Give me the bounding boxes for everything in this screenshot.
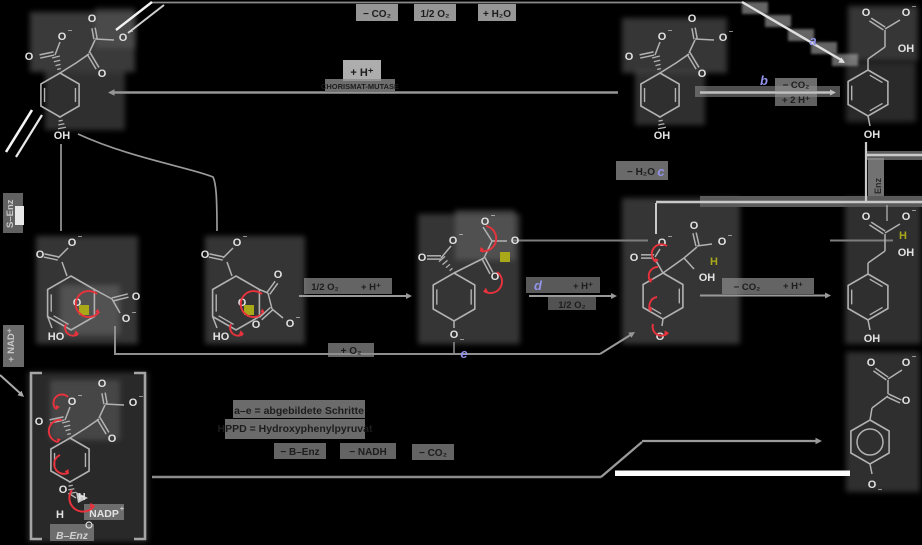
svg-text:−: − [728,231,733,240]
svg-text:−: − [912,2,917,11]
svg-text:+ H⁺: + H⁺ [573,281,593,292]
svg-text:−: − [460,335,465,344]
svg-text:OH: OH [54,130,71,142]
svg-text:−: − [491,211,496,220]
svg-text:c: c [657,164,665,179]
svg-text:O: O [902,211,911,223]
svg-text:O: O [252,319,261,331]
svg-text:− CO₂: − CO₂ [734,282,761,293]
svg-text:+ 2 H⁺: + 2 H⁺ [782,95,810,106]
svg-text:H: H [710,256,718,268]
svg-text:−: − [878,485,883,494]
svg-text:O: O [511,235,520,247]
svg-text:+: + [120,504,125,513]
svg-text:−: − [296,313,301,322]
svg-text:O: O [630,252,639,264]
svg-text:−: − [668,232,673,241]
svg-text:b: b [760,73,768,88]
svg-text:−: − [129,27,134,36]
svg-text:− H₂O: − H₂O [627,167,655,178]
svg-text:O: O [25,51,34,63]
svg-text:−: − [912,206,917,215]
svg-text:Enz: Enz [873,177,883,194]
svg-text:− CO₂: − CO₂ [783,80,810,91]
svg-text:a–e = abgebildete Schritte: a–e = abgebildete Schritte [234,405,364,417]
svg-text:H: H [899,230,907,242]
svg-text:O: O [418,252,427,264]
svg-text:d: d [534,278,543,293]
svg-text:1/2 O₂: 1/2 O₂ [558,300,585,311]
svg-text:− NADH: − NADH [349,447,387,458]
svg-text:O: O [862,211,871,223]
svg-text:O: O [658,237,667,249]
svg-text:O: O [58,31,67,43]
svg-text:O: O [491,271,500,283]
svg-text:O: O [88,13,97,25]
svg-text:O: O [98,68,107,80]
svg-text:O: O [59,484,68,496]
svg-text:OH: OH [898,247,915,259]
svg-text:H: H [56,509,64,521]
svg-text:H: H [78,492,85,503]
svg-text:+ H₂O: + H₂O [483,9,511,20]
svg-text:OH: OH [898,43,915,55]
svg-text:B–Enz: B–Enz [56,530,89,542]
svg-text:OH: OH [864,129,881,141]
svg-text:−: − [132,308,137,317]
svg-text:+ O₂: + O₂ [341,346,362,357]
svg-text:O: O [36,249,45,261]
svg-text:O: O [902,357,911,369]
svg-text:−: − [912,352,917,361]
svg-text:CHORISMAT-MUTASE: CHORISMAT-MUTASE [321,82,399,91]
svg-text:O: O [902,395,911,407]
svg-text:O: O [122,313,131,325]
svg-text:+ H⁺: + H⁺ [361,282,381,293]
svg-text:O: O [449,235,458,247]
svg-text:e: e [460,346,467,361]
svg-text:O: O [902,7,911,19]
svg-text:O: O [867,357,876,369]
svg-text:O: O [119,32,128,44]
svg-text:S–Enz: S–Enz [5,199,16,228]
svg-text:1/2 O₂: 1/2 O₂ [311,282,338,293]
svg-text:HPPD = Hydroxyphenylpyruvat: HPPD = Hydroxyphenylpyruvat [218,423,373,435]
svg-text:+ NAD⁺: + NAD⁺ [6,328,17,362]
svg-text:O: O [274,269,283,281]
svg-text:− CO₂: − CO₂ [363,9,391,20]
svg-text:+ H⁺: + H⁺ [783,281,803,292]
svg-text:OH: OH [699,272,716,284]
svg-text:−: − [78,232,83,241]
svg-text:−: − [459,230,464,239]
svg-text:OH: OH [864,333,881,345]
svg-text:1/2 O₂: 1/2 O₂ [421,9,450,20]
svg-text:− B–Enz: − B–Enz [280,447,319,458]
svg-text:O: O [481,216,490,228]
svg-text:O: O [862,7,871,19]
svg-text:O: O [718,236,727,248]
svg-text:+ H⁺: + H⁺ [350,67,373,79]
svg-text:OH: OH [654,130,671,142]
svg-text:O: O [73,297,82,309]
svg-text:O: O [690,220,699,232]
svg-text:−: − [68,26,73,35]
svg-text:a: a [809,33,816,48]
svg-text:O: O [450,329,459,341]
svg-text:O: O [68,237,77,249]
svg-text:O: O [286,318,295,330]
svg-text:NADP: NADP [89,508,119,520]
svg-text:HO: HO [48,331,65,343]
svg-text:O: O [656,331,665,343]
svg-text:− CO₂: − CO₂ [419,448,447,459]
svg-text:O: O [132,291,141,303]
svg-text:O: O [868,479,877,491]
